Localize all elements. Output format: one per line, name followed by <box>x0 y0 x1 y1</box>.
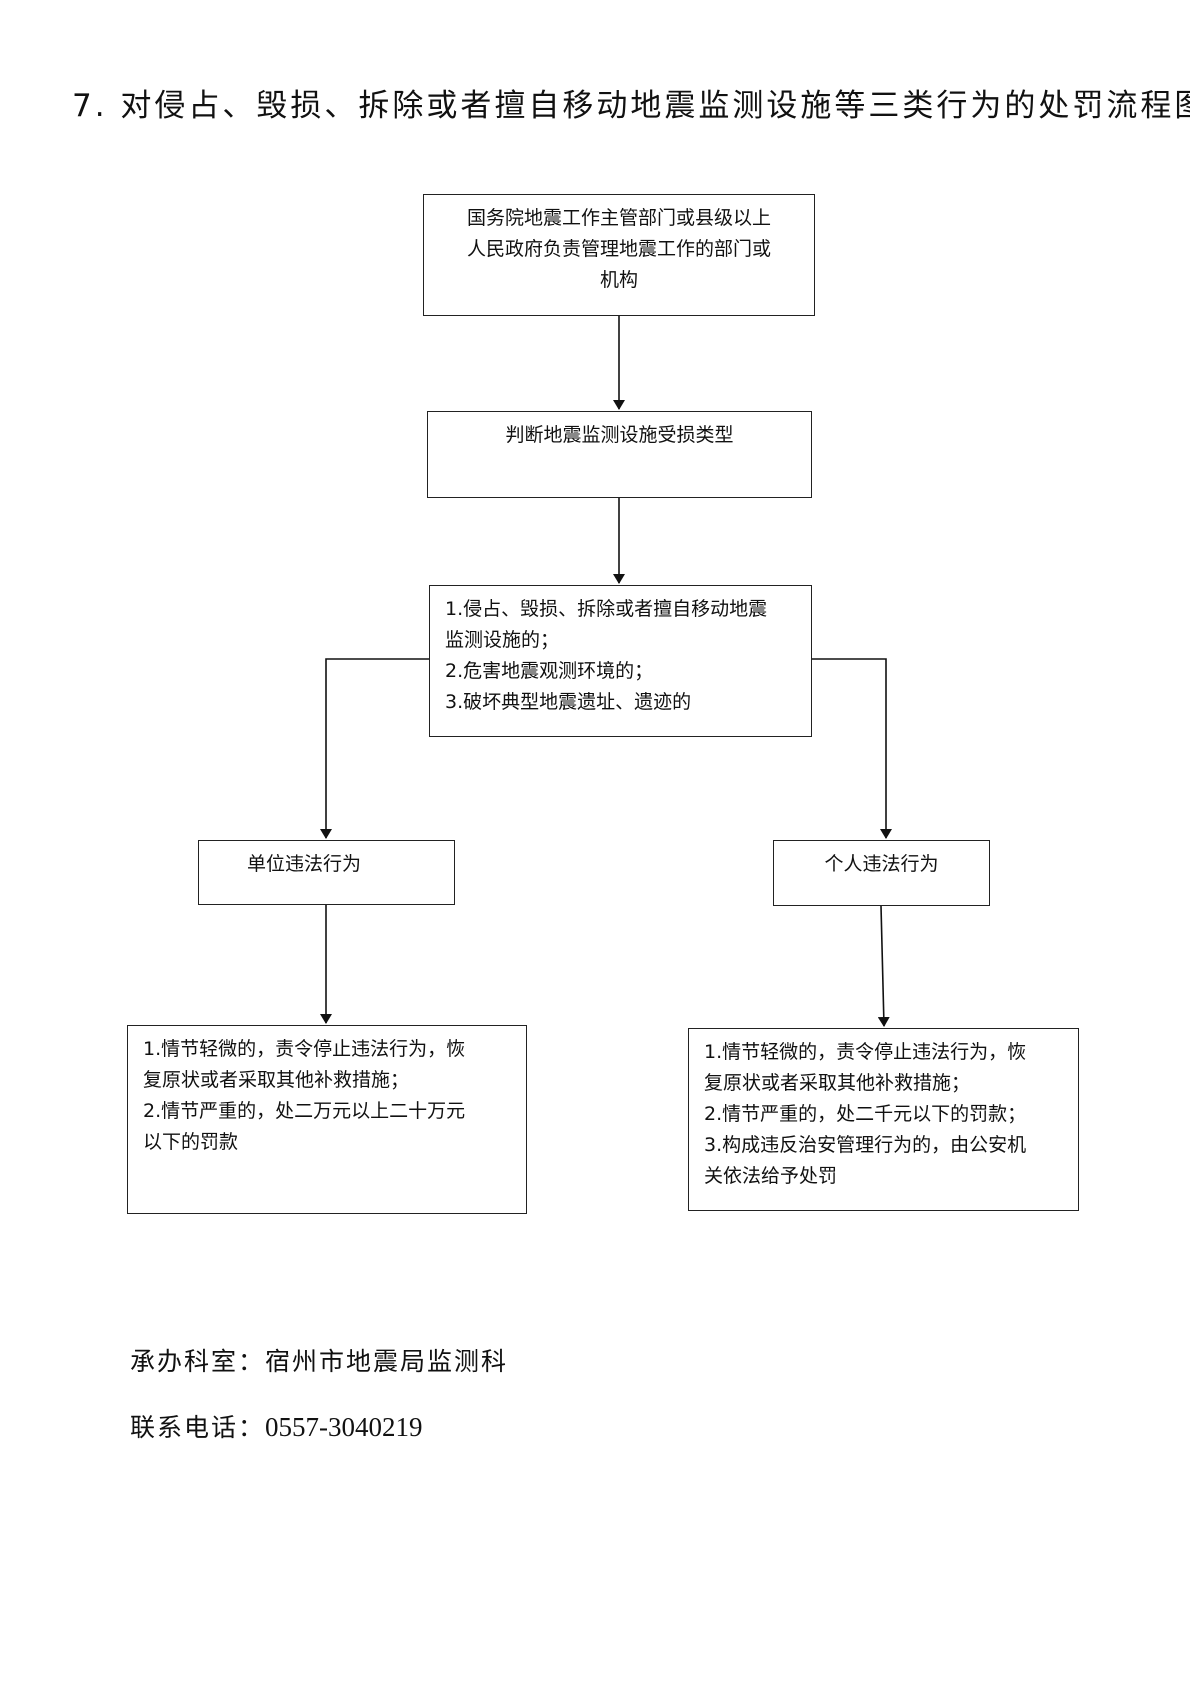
dept-value: 宿州市地震局监测科 <box>265 1347 509 1376</box>
authority-text: 国务院地震工作主管部门或县级以上 人民政府负责管理地震工作的部门或 机构 <box>466 207 771 291</box>
footer-phone: 联系电话：0557-3040219 <box>130 1408 423 1444</box>
judge-text: 判断地震监测设施受损类型 <box>505 424 734 446</box>
person-violation-text: 个人违法行为 <box>824 853 939 875</box>
arrow-behaviors-to-unit <box>320 658 429 839</box>
page-title: 7. 对侵占、毁损、拆除或者擅自移动地震监测设施等三类行为的处罚流程图 <box>72 88 1190 124</box>
phone-value: 0557-3040219 <box>265 1412 423 1442</box>
phone-label: 联系电话： <box>130 1413 266 1442</box>
unit-violation-box: 单位违法行为 <box>198 840 455 905</box>
person-violation-box: 个人违法行为 <box>773 840 990 906</box>
dept-label: 承办科室： <box>130 1347 266 1376</box>
person-penalty-text: 1.情节轻微的，责令停止违法行为，恢 复原状或者采取其他补救措施； 2.情节严重… <box>704 1041 1027 1187</box>
behaviors-box: 1.侵占、毁损、拆除或者擅自移动地震 监测设施的； 2.危害地震观测环境的； 3… <box>429 585 812 737</box>
arrow-person-to-penalty <box>877 905 890 1027</box>
person-penalty-box: 1.情节轻微的，责令停止违法行为，恢 复原状或者采取其他补救措施； 2.情节严重… <box>688 1028 1079 1211</box>
unit-violation-text: 单位违法行为 <box>247 853 362 875</box>
judge-damage-type-box: 判断地震监测设施受损类型 <box>427 411 812 498</box>
footer-department: 承办科室：宿州市地震局监测科 <box>130 1342 508 1378</box>
unit-penalty-box: 1.情节轻微的，责令停止违法行为，恢 复原状或者采取其他补救措施； 2.情节严重… <box>127 1025 527 1214</box>
behaviors-text: 1.侵占、毁损、拆除或者擅自移动地震 监测设施的； 2.危害地震观测环境的； 3… <box>445 598 768 713</box>
authority-box: 国务院地震工作主管部门或县级以上 人民政府负责管理地震工作的部门或 机构 <box>423 194 815 316</box>
unit-penalty-text: 1.情节轻微的，责令停止违法行为，恢 复原状或者采取其他补救措施； 2.情节严重… <box>143 1038 466 1153</box>
arrow-behaviors-to-person <box>812 658 892 839</box>
